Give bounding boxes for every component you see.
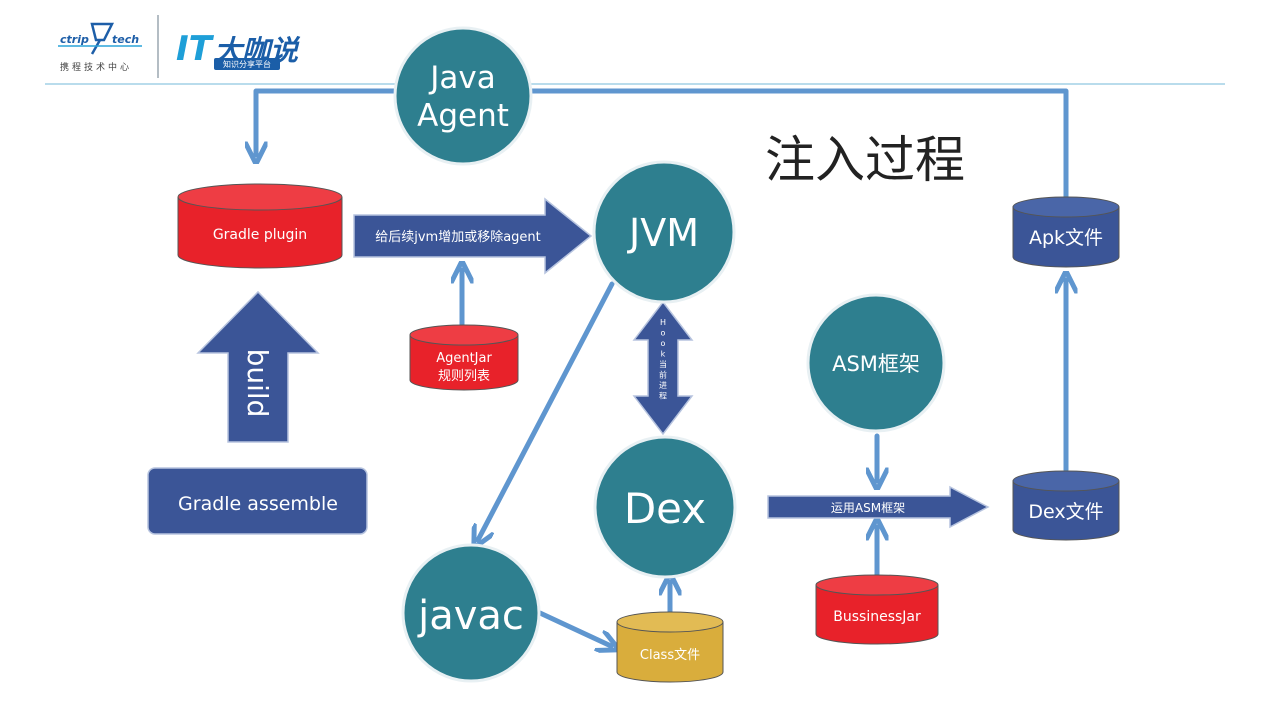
javac-node: javac xyxy=(401,543,541,683)
ctrip-logo: ctrip tech 携程技术中心 xyxy=(58,22,142,73)
asm-block-arrow: 运用ASM框架 xyxy=(767,485,990,529)
gradle-assemble-box: Gradle assemble xyxy=(147,467,368,535)
bussiness-jar-cylinder: BussinessJar xyxy=(815,574,939,645)
gradle-assemble-label: Gradle assemble xyxy=(178,493,338,515)
java-agent-line1: Java xyxy=(428,60,495,96)
asm-label: ASM框架 xyxy=(832,352,920,376)
brand-tagline: 知识分享平台 xyxy=(223,59,271,69)
java-agent-node: Java Agent xyxy=(393,26,533,166)
logo-caption: 携程技术中心 xyxy=(60,61,132,73)
ctrip-text: ctrip xyxy=(60,33,89,46)
gradle-plugin-label: Gradle plugin xyxy=(213,227,307,243)
asm-node: ASM框架 xyxy=(806,293,946,433)
build-block-arrow: build xyxy=(196,290,320,443)
bussiness-jar-label: BussinessJar xyxy=(833,609,921,625)
build-label: build xyxy=(241,349,274,418)
brand-it: IT xyxy=(176,29,215,69)
apk-to-plugin-line xyxy=(256,88,1069,201)
agent-block-arrow: 给后续jvm增加或移除agent xyxy=(353,197,593,275)
javac-label: javac xyxy=(417,593,524,639)
jvm-to-javac-line xyxy=(478,281,615,540)
it-daka-logo: IT 大咖说 知识分享平台 xyxy=(176,29,301,70)
javac-to-class-line xyxy=(537,610,611,646)
dex-file-cylinder: Dex文件 xyxy=(1012,470,1120,541)
tech-text: tech xyxy=(112,33,139,46)
jvm-label: JVM xyxy=(627,211,699,255)
agent-jar-cylinder: AgentJar 规则列表 xyxy=(409,324,519,391)
class-file-label: Class文件 xyxy=(640,648,700,663)
class-file-cylinder: Class文件 xyxy=(616,611,724,683)
apk-file-label: Apk文件 xyxy=(1029,227,1103,249)
java-agent-line2: Agent xyxy=(417,98,509,134)
agent-jar-line1: AgentJar xyxy=(436,351,492,366)
apk-file-cylinder: Apk文件 xyxy=(1012,196,1120,268)
dex-label: Dex xyxy=(624,484,706,533)
agent-jar-line2: 规则列表 xyxy=(438,369,490,384)
dex-file-label: Dex文件 xyxy=(1028,501,1103,523)
jvm-node: JVM xyxy=(592,160,736,304)
connectors xyxy=(256,88,1069,646)
gradle-plugin-cylinder: Gradle plugin xyxy=(177,183,343,269)
diagram-title: 注入过程 xyxy=(765,131,965,189)
asm-arrow-label: 运用ASM框架 xyxy=(831,501,905,515)
agent-arrow-label: 给后续jvm增加或移除agent xyxy=(375,230,541,245)
dex-node: Dex xyxy=(593,435,737,579)
